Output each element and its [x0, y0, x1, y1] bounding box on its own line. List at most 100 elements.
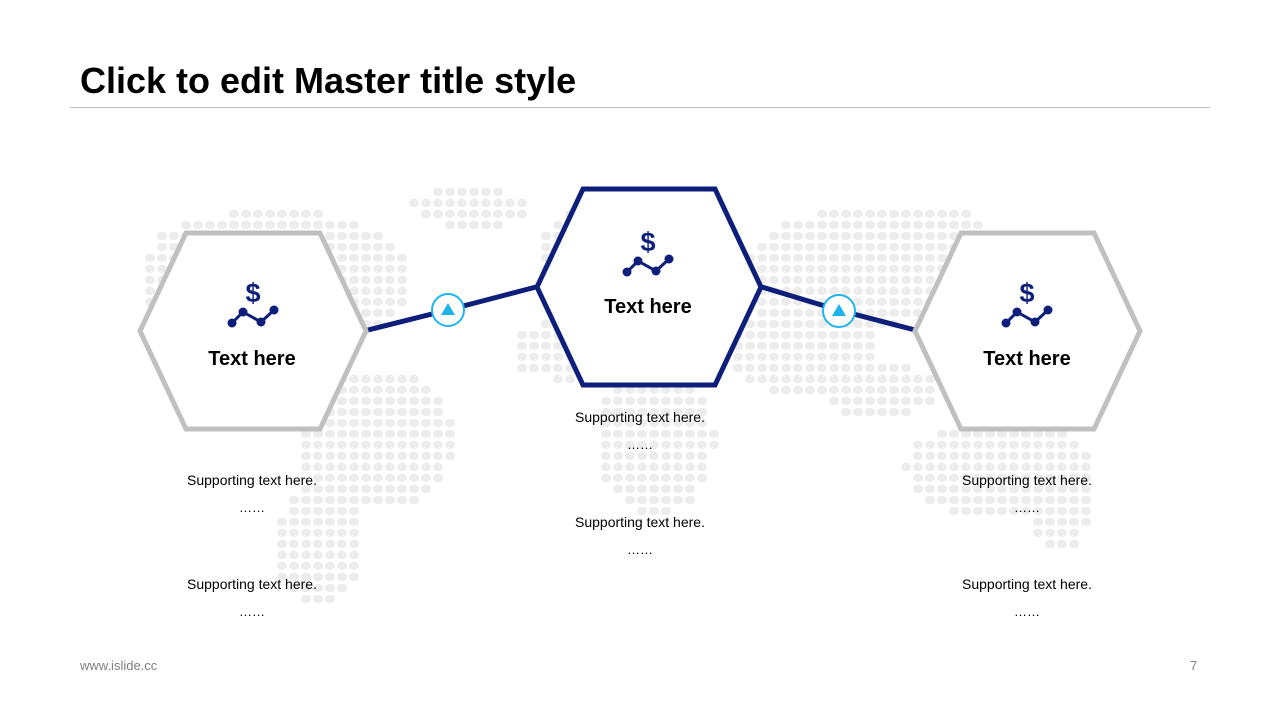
supporting-text-center-1[interactable]: Supporting text here. ……: [520, 404, 760, 458]
map-dot: [781, 319, 791, 329]
map-dot: [361, 275, 371, 285]
slide-title[interactable]: Click to edit Master title style: [80, 60, 577, 101]
map-dot: [769, 264, 779, 274]
map-dot: [877, 275, 887, 285]
hexagon-right-label[interactable]: Text here: [983, 348, 1071, 370]
map-dot: [1009, 462, 1019, 472]
map-dot: [781, 242, 791, 252]
map-dot: [949, 220, 959, 230]
triangle-up-icon[interactable]: [822, 294, 856, 328]
map-dot: [733, 352, 743, 362]
map-dot: [349, 231, 359, 241]
svg-text:$: $: [640, 227, 655, 257]
supporting-text-center-2[interactable]: Supporting text here. ……: [520, 509, 760, 563]
map-dot: [781, 385, 791, 395]
map-dot: [373, 429, 383, 439]
map-dot: [157, 264, 167, 274]
map-dot: [877, 407, 887, 417]
map-dot: [1033, 473, 1043, 483]
map-dot: [421, 198, 431, 208]
map-dot: [469, 209, 479, 219]
map-dot: [541, 330, 551, 340]
map-dot: [913, 231, 923, 241]
map-dot: [817, 374, 827, 384]
map-dot: [625, 495, 635, 505]
map-dot: [817, 319, 827, 329]
map-dot: [913, 297, 923, 307]
map-dot: [193, 220, 203, 230]
hexagon-center[interactable]: [534, 186, 764, 388]
map-dot: [769, 253, 779, 263]
map-dot: [877, 374, 887, 384]
map-dot: [661, 407, 671, 417]
map-dot: [289, 550, 299, 560]
map-dot: [337, 528, 347, 538]
map-dot: [397, 407, 407, 417]
map-dot: [889, 396, 899, 406]
supporting-text-right-1[interactable]: Supporting text here. ……: [907, 467, 1147, 521]
supporting-text: Supporting text here.: [575, 409, 705, 425]
map-dot: [385, 308, 395, 318]
map-dot: [673, 440, 683, 450]
map-dot: [313, 473, 323, 483]
map-dot: [349, 473, 359, 483]
map-dot: [685, 429, 695, 439]
map-dot: [973, 462, 983, 472]
map-dot: [361, 429, 371, 439]
map-dot: [349, 539, 359, 549]
map-dot: [1057, 440, 1067, 450]
map-dot: [745, 352, 755, 362]
map-dot: [937, 242, 947, 252]
map-dot: [661, 506, 671, 516]
map-dot: [1081, 517, 1091, 527]
map-dot: [901, 374, 911, 384]
map-dot: [745, 341, 755, 351]
map-dot: [529, 363, 539, 373]
map-dot: [853, 374, 863, 384]
map-dot: [445, 451, 455, 461]
map-dot: [349, 264, 359, 274]
map-dot: [625, 462, 635, 472]
hexagon-right[interactable]: [912, 230, 1143, 432]
map-dot: [853, 286, 863, 296]
map-dot: [949, 506, 959, 516]
map-dot: [853, 297, 863, 307]
map-dot: [481, 198, 491, 208]
supporting-text-left-2[interactable]: Supporting text here. ……: [132, 571, 372, 625]
map-dot: [1057, 473, 1067, 483]
supporting-text-left-1[interactable]: Supporting text here. ……: [132, 467, 372, 521]
map-dot: [301, 594, 311, 604]
map-dot: [157, 253, 167, 263]
hexagon-left[interactable]: [137, 230, 369, 432]
map-dot: [901, 462, 911, 472]
map-dot: [865, 396, 875, 406]
map-dot: [805, 275, 815, 285]
map-dot: [889, 407, 899, 417]
hexagon-center-label[interactable]: Text here: [604, 296, 692, 318]
map-dot: [649, 407, 659, 417]
map-dot: [649, 473, 659, 483]
map-dot: [1057, 506, 1067, 516]
map-dot: [481, 220, 491, 230]
map-dot: [829, 253, 839, 263]
map-dot: [313, 572, 323, 582]
map-dot: [361, 407, 371, 417]
map-dot: [553, 352, 563, 362]
hexagon-left-label[interactable]: Text here: [208, 348, 296, 370]
triangle-up-icon[interactable]: [431, 293, 465, 327]
map-dot: [985, 473, 995, 483]
map-dot: [361, 451, 371, 461]
map-dot: [229, 209, 239, 219]
ellipsis: ……: [239, 604, 265, 619]
map-dot: [145, 264, 155, 274]
map-dot: [853, 275, 863, 285]
supporting-text-right-2[interactable]: Supporting text here. ……: [907, 571, 1147, 625]
map-dot: [685, 396, 695, 406]
map-dot: [409, 374, 419, 384]
map-dot: [805, 308, 815, 318]
map-dot: [913, 220, 923, 230]
map-dot: [421, 429, 431, 439]
map-dot: [781, 352, 791, 362]
map-dot: [313, 220, 323, 230]
map-dot: [325, 451, 335, 461]
